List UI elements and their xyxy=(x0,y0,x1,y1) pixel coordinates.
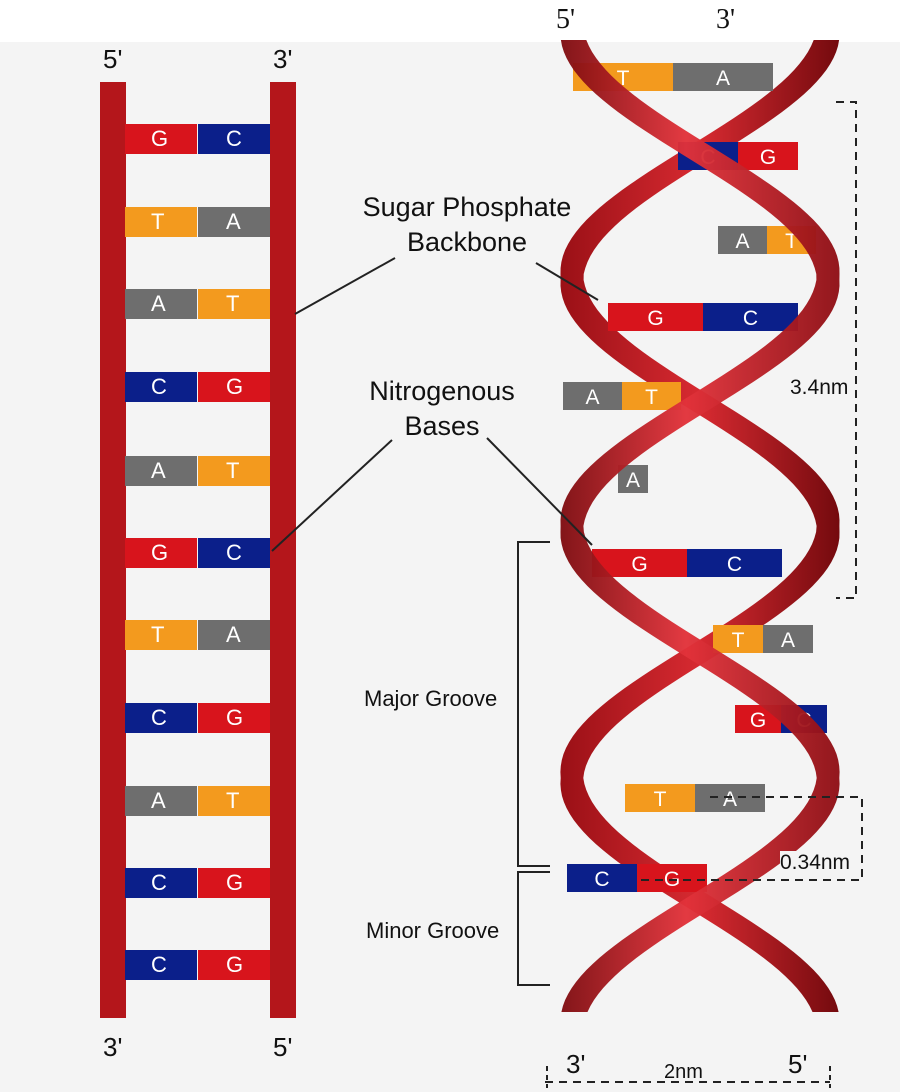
helix-base-letter: A xyxy=(781,629,795,652)
backbone-label-line1: Sugar Phosphate xyxy=(352,190,582,225)
helix-top-left-end: 5' xyxy=(556,4,575,36)
bases-label-line1: Nitrogenous xyxy=(352,374,532,409)
minor-groove-label: Minor Groove xyxy=(366,918,499,944)
pitch-label: 3.4nm xyxy=(790,376,848,400)
helix-base-pair: AT xyxy=(563,382,681,410)
helix-base-pair: GC xyxy=(608,303,798,331)
helix-base-letter: A xyxy=(626,469,640,492)
bases-pointer-left xyxy=(272,440,392,551)
backbone-pointer-left xyxy=(295,258,395,314)
helix-base-letter: G xyxy=(631,553,647,576)
major-groove-bracket xyxy=(518,542,550,866)
helix-bottom-right-end: 5' xyxy=(788,1049,807,1080)
helix-top-right-end: 3' xyxy=(716,4,735,36)
helix-base-letter: A xyxy=(585,386,599,409)
helix-base-pair: GC xyxy=(592,549,782,577)
bases-label-line2: Bases xyxy=(352,409,532,444)
width-label: 2nm xyxy=(664,1061,703,1084)
bases-label: Nitrogenous Bases xyxy=(352,374,532,444)
helix-bottom-left-end: 3' xyxy=(566,1049,585,1080)
helix-base-letter: A xyxy=(723,788,737,811)
helix-base-letter: G xyxy=(760,146,776,169)
helix-base-letter: T xyxy=(732,629,745,652)
helix-base-letter: C xyxy=(594,868,609,891)
helix-base-pair: TA xyxy=(713,625,813,653)
helix-base-letter: A xyxy=(735,230,749,253)
helix-base-letter: G xyxy=(647,307,663,330)
helix-base-pair: CG xyxy=(567,864,707,892)
rise-label: 0.34nm xyxy=(780,851,850,875)
backbone-label-line2: Backbone xyxy=(352,225,582,260)
helix-base-letter: T xyxy=(645,386,658,409)
backbone-label: Sugar Phosphate Backbone xyxy=(352,190,582,260)
helix-base-letter: C xyxy=(727,553,742,576)
helix-base-letter: G xyxy=(750,709,766,732)
minor-groove-bracket xyxy=(518,872,550,985)
helix-base-letter: A xyxy=(716,67,730,90)
major-groove-label: Major Groove xyxy=(364,686,497,712)
helix-base-letter: C xyxy=(743,307,758,330)
helix-base-letter: T xyxy=(654,788,667,811)
